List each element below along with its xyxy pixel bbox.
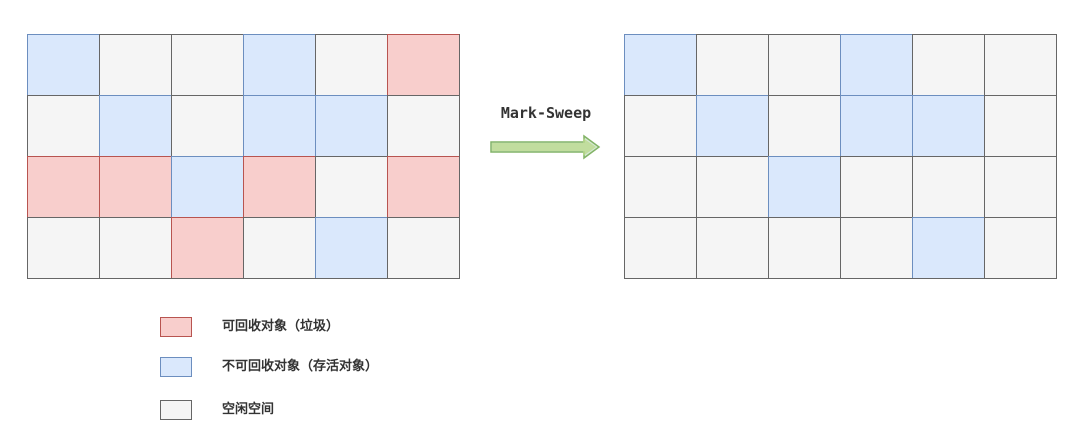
- after-cell-free: [912, 156, 984, 217]
- legend-swatch-free: [160, 400, 192, 420]
- legend-swatch-live: [160, 357, 192, 377]
- after-cell-free: [624, 95, 696, 156]
- legend-label-live: 不可回收对象（存活对象）: [222, 359, 379, 374]
- before-cell-free: [171, 95, 243, 156]
- before-cell-free: [387, 217, 459, 278]
- after-cell-free: [696, 34, 768, 95]
- before-cell-free: [27, 95, 99, 156]
- after-cell-free: [768, 34, 840, 95]
- memory-grid-after: [624, 34, 1057, 279]
- before-cell-free: [171, 34, 243, 95]
- legend-label-garbage: 可回收对象（垃圾）: [222, 319, 340, 334]
- after-cell-free: [984, 95, 1056, 156]
- before-cell-live: [315, 217, 387, 278]
- after-cell-live: [768, 156, 840, 217]
- after-cell-live: [840, 95, 912, 156]
- arrow-label: Mark-Sweep: [500, 104, 592, 122]
- before-cell-free: [27, 217, 99, 278]
- memory-grid-before: [27, 34, 460, 279]
- before-cell-garbage: [171, 217, 243, 278]
- after-cell-free: [624, 156, 696, 217]
- before-cell-free: [315, 34, 387, 95]
- after-cell-live: [912, 217, 984, 278]
- after-cell-free: [840, 217, 912, 278]
- before-cell-live: [243, 34, 315, 95]
- after-cell-free: [624, 217, 696, 278]
- before-cell-live: [243, 95, 315, 156]
- before-cell-live: [171, 156, 243, 217]
- before-cell-live: [315, 95, 387, 156]
- before-cell-live: [99, 95, 171, 156]
- before-cell-free: [243, 217, 315, 278]
- after-cell-free: [984, 217, 1056, 278]
- before-cell-garbage: [387, 34, 459, 95]
- after-cell-live: [840, 34, 912, 95]
- before-cell-live: [27, 34, 99, 95]
- before-cell-free: [99, 217, 171, 278]
- before-cell-free: [315, 156, 387, 217]
- before-cell-garbage: [387, 156, 459, 217]
- after-cell-live: [624, 34, 696, 95]
- before-cell-free: [387, 95, 459, 156]
- before-cell-garbage: [27, 156, 99, 217]
- before-cell-garbage: [243, 156, 315, 217]
- after-cell-free: [984, 34, 1056, 95]
- after-cell-free: [696, 217, 768, 278]
- legend-label-free: 空闲空间: [222, 402, 275, 417]
- after-cell-free: [768, 95, 840, 156]
- after-cell-live: [696, 95, 768, 156]
- arrow-right-icon: [490, 134, 601, 160]
- legend-swatch-garbage: [160, 317, 192, 337]
- before-cell-free: [99, 34, 171, 95]
- after-cell-free: [912, 34, 984, 95]
- after-cell-free: [984, 156, 1056, 217]
- before-cell-garbage: [99, 156, 171, 217]
- after-cell-free: [696, 156, 768, 217]
- after-cell-free: [840, 156, 912, 217]
- after-cell-free: [768, 217, 840, 278]
- after-cell-live: [912, 95, 984, 156]
